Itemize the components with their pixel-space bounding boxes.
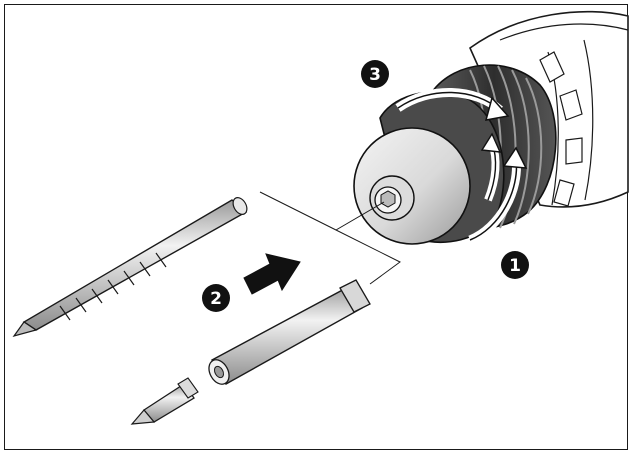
bit-holder [208,279,371,385]
svg-text:3: 3 [369,65,381,85]
leader-lines [259,191,401,285]
screwdriver-bit [130,377,199,425]
chuck-nose [353,127,471,245]
drill-bit [12,197,248,338]
svg-text:2: 2 [210,289,222,309]
step-marker-3: 3 [361,60,389,88]
step-marker-1: 1 [501,251,529,279]
step-marker-2: 2 [202,284,230,312]
chuck-sleeve [353,90,505,245]
rotation-arrow-icon [395,88,528,245]
svg-text:1: 1 [509,256,521,276]
insert-arrow-icon [243,253,301,295]
